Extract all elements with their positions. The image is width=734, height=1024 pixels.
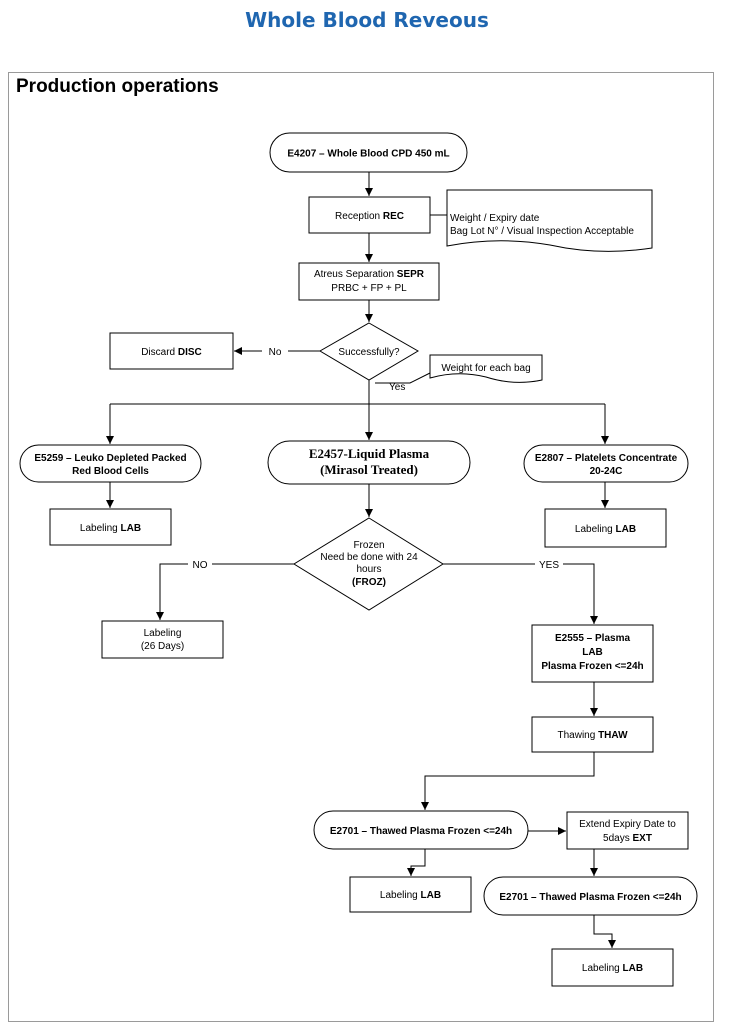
decision-successfully: Successfully?	[319, 322, 419, 381]
node-labeling-platelets-code: LAB	[616, 524, 637, 535]
page-title: Whole Blood Reveous	[245, 8, 489, 32]
node-platelets-line2: 20-24C	[590, 466, 623, 477]
decision-frozen-line1: Frozen	[353, 540, 384, 551]
node-whole-blood: E4207 – Whole Blood CPD 450 mL	[269, 132, 468, 173]
node-labeling-thawed-2-code: LAB	[623, 963, 644, 974]
node-discard-code: DISC	[178, 347, 202, 358]
section-title: Production operations	[16, 76, 219, 97]
decision-frozen-line2: Need be done with 24	[320, 552, 418, 563]
node-labeling-platelets: Labeling LAB	[544, 508, 667, 548]
label-frozen-no: NO	[193, 560, 208, 571]
diagram-frame	[8, 72, 714, 1022]
note-reception-line1: Weight / Expiry date	[450, 213, 540, 224]
svg-text:Labeling LAB: Labeling LAB	[380, 890, 441, 901]
node-labeling-platelets-text: Labeling	[575, 524, 616, 535]
svg-text:Labeling LAB: Labeling LAB	[575, 524, 636, 535]
node-platelets: E2807 – Platelets Concentrate 20-24C	[523, 444, 689, 483]
node-whole-blood-text: E4207 – Whole Blood CPD 450 mL	[287, 149, 449, 160]
node-reception: Reception REC	[308, 196, 431, 234]
decision-frozen-line4: (FROZ)	[352, 577, 386, 588]
svg-text:Labeling LAB: Labeling LAB	[582, 963, 643, 974]
decision-successfully-text: Successfully?	[338, 347, 400, 358]
node-plasma-frozen-line1: E2555 – Plasma	[555, 633, 630, 644]
node-separation-text: Atreus Separation	[314, 269, 397, 280]
node-plasma-frozen: E2555 – Plasma LAB Plasma Frozen <=24h	[531, 624, 654, 683]
connector-thawed2-labeling	[593, 915, 616, 948]
node-labeling-thawed-2: Labeling LAB	[551, 948, 674, 987]
svg-text:Reception REC: Reception REC	[335, 211, 404, 222]
node-reception-code: REC	[383, 211, 404, 222]
node-liquid-plasma-line1: E2457-Liquid Plasma	[309, 446, 430, 461]
node-labeling-leuko: Labeling LAB	[49, 508, 172, 546]
connector-thawed-labeling	[407, 849, 426, 876]
decision-frozen-line3: hours	[356, 564, 381, 575]
node-extend-line1: Extend Expiry Date to	[579, 819, 676, 830]
node-thawed-2-text: E2701 – Thawed Plasma Frozen <=24h	[499, 892, 681, 903]
svg-text:Thawing THAW: Thawing THAW	[557, 730, 628, 741]
node-extend-code: EXT	[633, 833, 652, 844]
svg-text:Atreus Separation SEPR: Atreus Separation SEPR	[314, 269, 425, 280]
decision-frozen: Frozen Need be done with 24 hours (FROZ)	[293, 517, 444, 611]
node-thawed-plasma-1: E2701 – Thawed Plasma Frozen <=24h	[313, 810, 529, 850]
svg-text:Labeling LAB: Labeling LAB	[80, 523, 141, 534]
node-leuko: E5259 – Leuko Depleted Packed Red Blood …	[19, 444, 202, 483]
node-leuko-line1: E5259 – Leuko Depleted Packed	[34, 453, 186, 464]
node-discard-text: Discard	[141, 347, 178, 358]
node-reception-text: Reception	[335, 211, 383, 222]
node-separation-line2: PRBC + FP + PL	[331, 283, 407, 294]
node-liquid-plasma-line2: (Mirasol Treated)	[320, 462, 418, 477]
node-labeling-26-days: Labeling (26 Days)	[101, 620, 224, 659]
connectors	[106, 172, 616, 948]
node-labeling-thawed-1-text: Labeling	[380, 890, 421, 901]
connector-frozen-no	[156, 563, 294, 620]
node-thawing-code: THAW	[598, 730, 628, 741]
connector-thawing-thawed	[421, 752, 595, 810]
node-liquid-plasma: E2457-Liquid Plasma (Mirasol Treated)	[267, 440, 471, 485]
note-reception: Weight / Expiry date Bag Lot N° / Visual…	[446, 189, 653, 252]
node-labeling-26-line2: (26 Days)	[141, 641, 184, 652]
node-extend-line2: 5days	[603, 833, 632, 844]
node-discard: Discard DISC	[109, 332, 234, 370]
node-thawing: Thawing THAW	[531, 716, 654, 753]
note-reception-line2: Bag Lot N° / Visual Inspection Acceptabl…	[450, 226, 634, 237]
node-labeling-26-line1: Labeling	[144, 628, 182, 639]
svg-text:5days EXT: 5days EXT	[603, 833, 652, 844]
note-weight-text: Weight for each bag	[441, 363, 530, 374]
node-platelets-line1: E2807 – Platelets Concentrate	[535, 453, 678, 464]
node-separation: Atreus Separation SEPR PRBC + FP + PL	[298, 262, 440, 301]
connector-frozen-yes	[443, 563, 598, 624]
node-plasma-frozen-line2: LAB	[582, 647, 603, 658]
node-thawing-text: Thawing	[557, 730, 598, 741]
node-labeling-thawed-1: Labeling LAB	[349, 876, 472, 913]
node-thawed-1-text: E2701 – Thawed Plasma Frozen <=24h	[330, 826, 512, 837]
node-labeling-leuko-code: LAB	[121, 523, 142, 534]
svg-text:Discard DISC: Discard DISC	[141, 347, 202, 358]
note-weight: Weight for each bag	[429, 354, 543, 383]
node-leuko-line2: Red Blood Cells	[72, 466, 149, 477]
node-thawed-plasma-2: E2701 – Thawed Plasma Frozen <=24h	[483, 876, 698, 916]
node-labeling-leuko-text: Labeling	[80, 523, 121, 534]
label-no: No	[269, 347, 282, 358]
node-labeling-thawed-2-text: Labeling	[582, 963, 623, 974]
node-labeling-thawed-1-code: LAB	[421, 890, 442, 901]
node-extend-expiry: Extend Expiry Date to 5days EXT	[566, 811, 689, 850]
label-yes: Yes	[389, 382, 405, 393]
node-separation-code: SEPR	[397, 269, 425, 280]
node-plasma-frozen-line3: Plasma Frozen <=24h	[541, 661, 643, 672]
label-frozen-yes: YES	[539, 560, 559, 571]
connector-weight-note	[375, 372, 431, 384]
